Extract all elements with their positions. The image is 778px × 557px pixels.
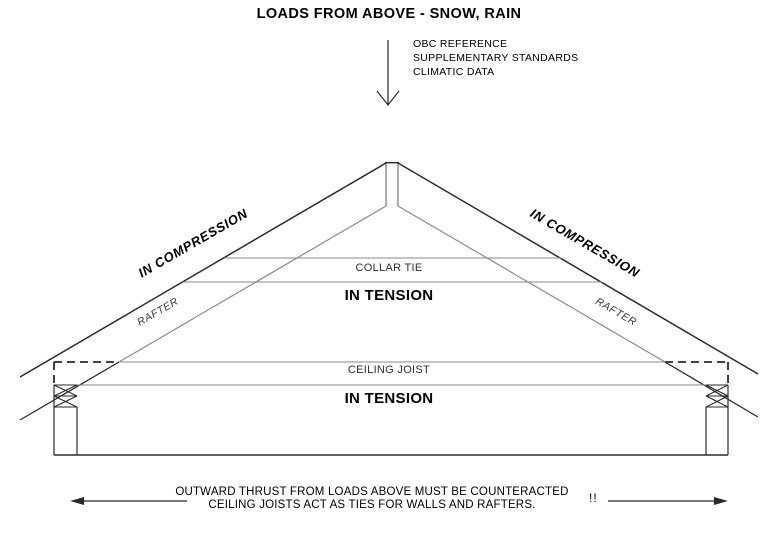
diagram-title: LOADS FROM ABOVE - SNOW, RAIN (256, 6, 522, 22)
right-top-plate (705, 384, 729, 408)
collar-tie-label: COLLAR TIE (355, 262, 423, 274)
right-rafter-tail-edge (664, 361, 759, 418)
footer-emphasis: !! (589, 491, 598, 505)
right-wall (705, 385, 729, 455)
reference-note-line: CLIMATIC DATA (413, 66, 495, 78)
ceiling-joist-band (77, 361, 706, 386)
right-arrow-icon (608, 497, 728, 505)
left-rafter-outer-edge (19, 162, 387, 378)
footer-note-line2: CEILING JOISTS ACT AS TIES FOR WALLS AND… (208, 499, 536, 511)
ceiling-joist-label: CEILING JOIST (347, 364, 431, 376)
hidden-plate-lines (53, 361, 729, 385)
collar-tie-band (183, 257, 602, 283)
right-rafter-outer-edge (397, 162, 759, 375)
left-arrow-icon (70, 497, 187, 505)
left-wall (53, 385, 78, 455)
footer-note-line1: OUTWARD THRUST FROM LOADS ABOVE MUST BE … (175, 486, 569, 498)
left-rafter-tail-edge (19, 361, 120, 421)
left-rafter-inner-edge (118, 205, 387, 363)
right-rafter-inner-edge (397, 205, 666, 363)
footer-note: OUTWARD THRUST FROM LOADS ABOVE MUST BE … (0, 486, 744, 512)
reference-note-line: OBC REFERENCE (413, 38, 508, 50)
ridge-board (385, 161, 399, 206)
left-top-plate (53, 384, 78, 408)
reference-note-line: SUPPLEMENTARY STANDARDS (413, 52, 579, 64)
ceiling-joist-tension-label: IN TENSION (344, 390, 434, 407)
reference-note: OBC REFERENCE SUPPLEMENTARY STANDARDS CL… (413, 37, 578, 79)
collar-tie-tension-label: IN TENSION (344, 287, 434, 304)
down-arrow-icon (376, 40, 400, 106)
